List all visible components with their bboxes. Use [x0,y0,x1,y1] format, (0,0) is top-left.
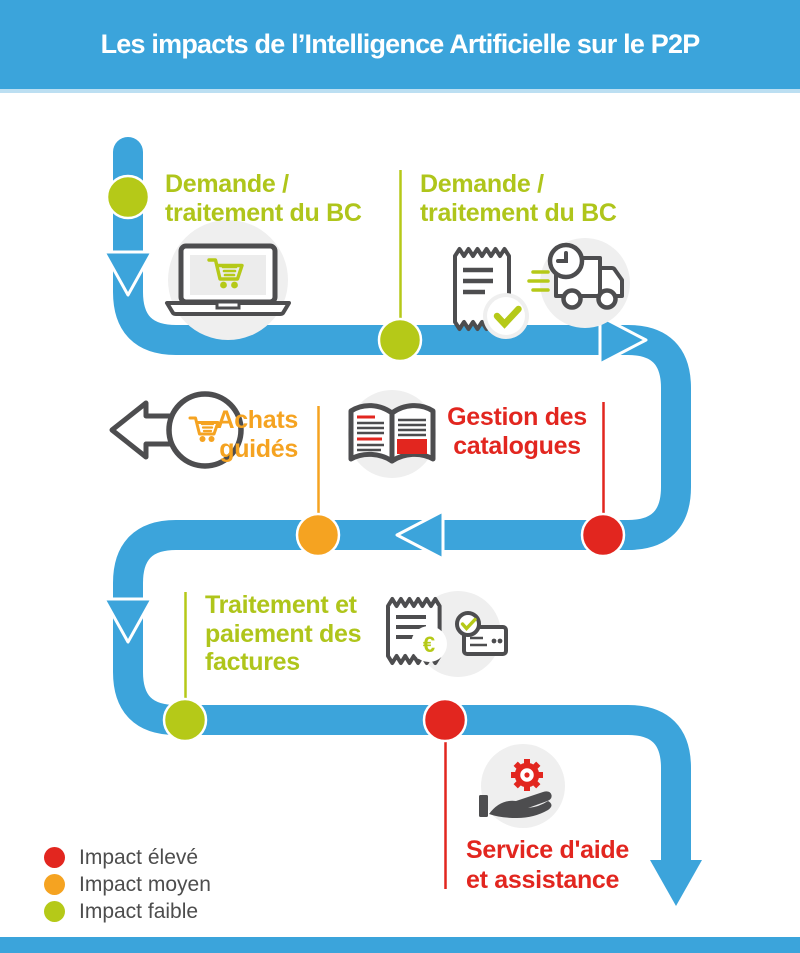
receipt-check-icon [453,247,529,339]
legend-dot-orange-icon [44,874,65,895]
title-banner: Les impacts de l’Intelligence Artificiel… [0,0,800,93]
arrow-down-icon [102,250,154,297]
page-title: Les impacts de l’Intelligence Artificiel… [100,29,701,59]
support-hand-gear-icon [479,744,565,828]
credit-card-check-icon [455,611,508,656]
step-label-demande-traitement-bc-2: Demande / traitement du BC [420,170,617,227]
arrow-end-down-icon [650,860,702,906]
guided-buying-arrow-cart-icon [109,391,244,469]
legend-dot-red-icon [44,847,65,868]
milestone-dot-low [377,317,423,363]
step-label-traitement-paiement-factures: Traitement et paiement des factures [205,591,362,676]
step-label-gestion-catalogues: Gestion des catalogues [447,403,587,460]
milestone-dot-low [105,174,151,220]
legend-item-impact-moyen: Impact moyen [44,871,211,898]
bottom-banner [0,937,800,953]
legend-item-impact-faible: Impact faible [44,898,211,925]
arrow-left-icon [395,509,445,561]
arrow-right-icon [598,314,648,366]
step-label-service-aide-assistance: Service d'aide et assistance [466,836,629,894]
impact-legend: Impact élevé Impact moyen Impact faible [44,844,211,925]
step-label-achats-guides: Achats guidés [216,406,298,463]
catalog-open-book-icon [348,390,436,478]
arrow-down-icon [102,597,154,644]
milestone-dot-high [580,512,626,558]
delivery-truck-clock-icon [527,238,630,328]
milestone-dot-medium [295,512,341,558]
milestone-dot-high [422,697,468,743]
legend-dot-green-icon [44,901,65,922]
milestone-dot-low [162,697,208,743]
laptop-shopping-cart-icon [165,220,291,340]
step-label-demande-traitement-bc-1: Demande / traitement du BC [165,170,362,227]
euro-symbol: € [423,632,435,657]
gear-icon [511,759,543,791]
legend-item-impact-eleve: Impact élevé [44,844,211,871]
